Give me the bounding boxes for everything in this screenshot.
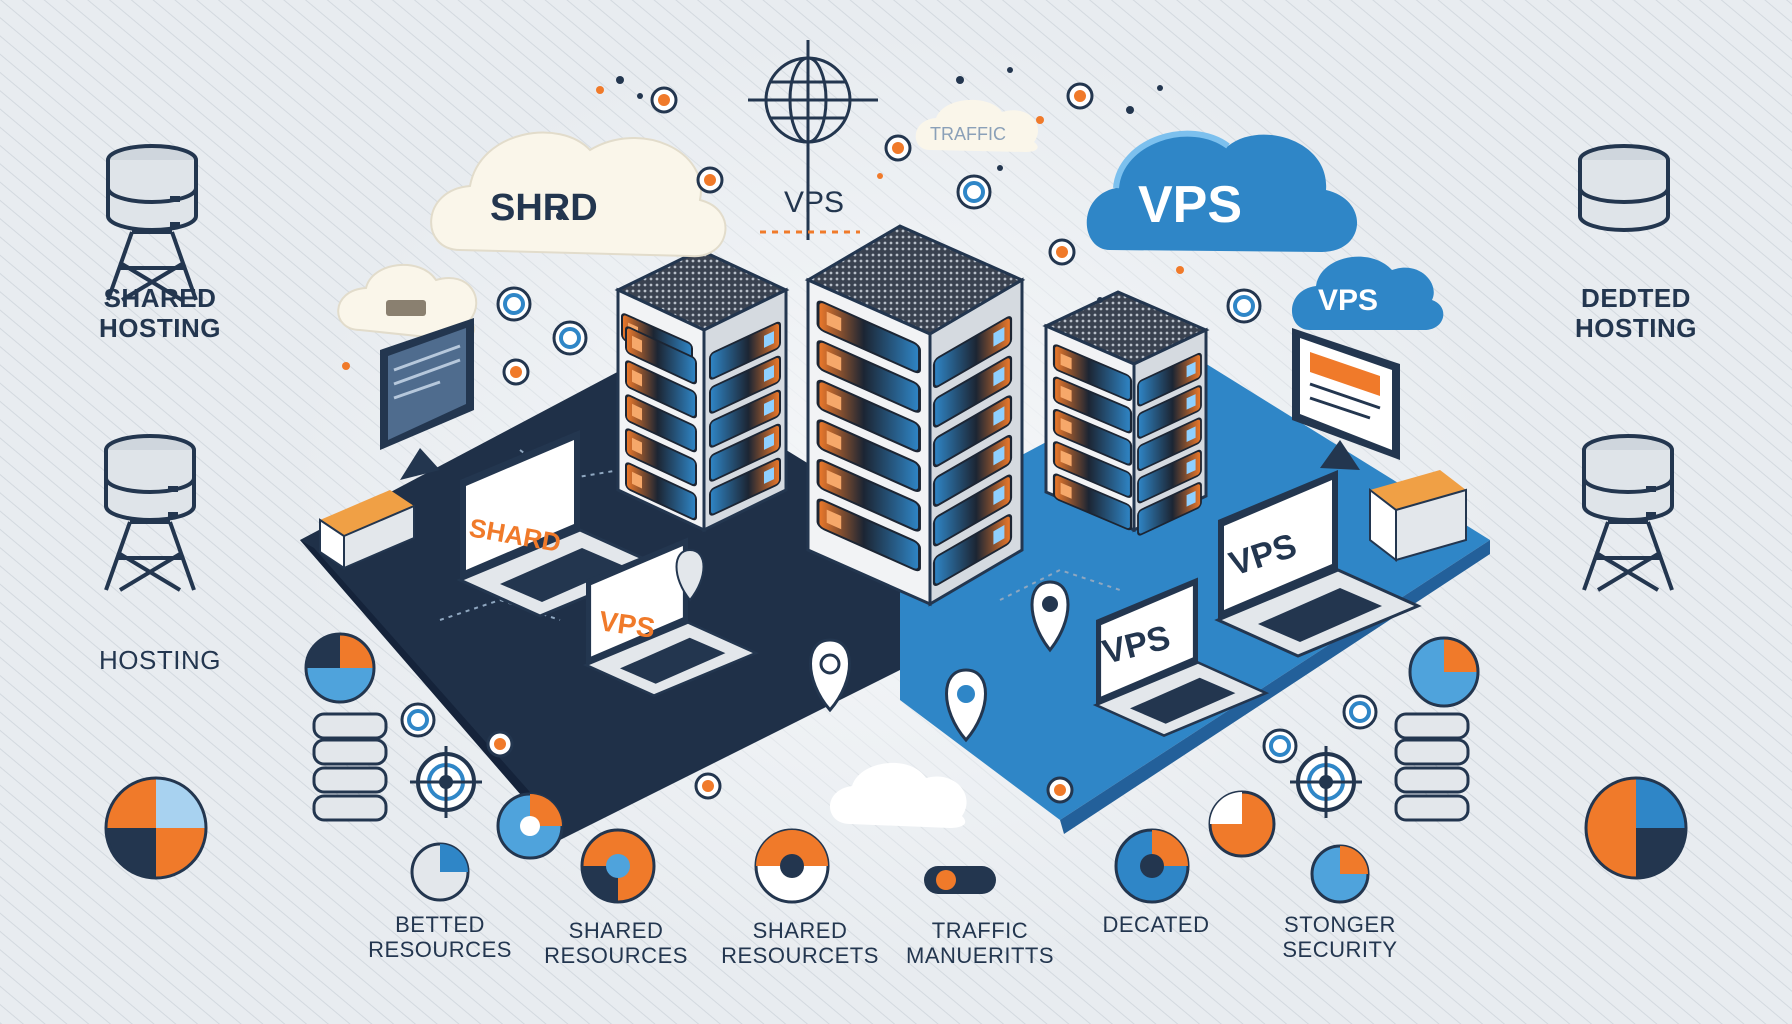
bottom-label-3-line2: RESOURCETS	[721, 943, 879, 969]
bottom-label-1: BETTED RESOURCES	[340, 912, 540, 963]
bottom-label-3: SHARED RESOURCETS	[700, 918, 900, 969]
hosting-label: HOSTING	[99, 645, 221, 675]
vps-small-text: VPS	[784, 186, 844, 219]
server-stack-icon	[1394, 712, 1470, 822]
shared-hosting-label: SHARED HOSTING	[60, 283, 260, 344]
donut-icon	[580, 828, 656, 904]
shared-cloud	[430, 131, 727, 258]
vps-cloud-large-text: VPS	[1138, 176, 1242, 234]
network-lines	[439, 449, 1121, 621]
database-tower-icon	[1578, 144, 1670, 232]
bottom-label-6-line1: STONGER	[1284, 912, 1396, 937]
bottom-label-5-line1: DECATED	[1102, 912, 1210, 937]
donut-icon	[1208, 790, 1276, 858]
monitor-right	[1292, 328, 1400, 470]
globe-icon	[748, 40, 878, 240]
orange-box-right	[1369, 470, 1467, 563]
decorative-dots	[556, 67, 1163, 303]
bottom-label-4-line2: MANUERITTS	[906, 943, 1054, 969]
location-pin-icon	[1030, 580, 1070, 653]
bottom-cloud	[830, 762, 967, 828]
bottom-label-1-line2: RESOURCES	[368, 937, 512, 963]
bottom-label-1-line1: BETTED	[395, 912, 485, 937]
vps-cloud-small	[1291, 256, 1444, 330]
server-rack-left	[614, 248, 790, 533]
pie-chart-icon	[1584, 776, 1688, 880]
toggle-icon	[924, 866, 996, 894]
donut-icon	[1310, 844, 1370, 904]
bottom-label-2: SHARED RESOURCES	[516, 918, 716, 969]
traffic-cloud	[915, 99, 1039, 152]
location-pin-icon	[945, 668, 987, 743]
traffic-cloud-text: TRAFFIC	[930, 124, 1006, 144]
pie-chart-icon	[104, 776, 208, 880]
dedicated-hosting-label: DEDTED HOSTING	[1536, 283, 1736, 344]
location-pin-icon	[809, 638, 851, 713]
location-pin-icon	[675, 548, 705, 602]
bottom-label-2-line2: RESOURCES	[544, 943, 688, 969]
decorative-dots-orange	[342, 86, 1184, 370]
server-rack-right	[1042, 290, 1210, 537]
donut-icon	[1114, 828, 1190, 904]
pie-chart-icon	[1408, 636, 1480, 708]
donut-icon	[410, 842, 470, 902]
server-rack-center	[804, 224, 1026, 607]
dedicated-hosting-line2: HOSTING	[1575, 312, 1697, 343]
vps-cloud-large	[1086, 130, 1358, 252]
laptop-vps-left-text: VPS	[597, 605, 657, 643]
bottom-label-4: TRAFFIC MANUERITTS	[880, 918, 1080, 969]
dedicated-hosting-line1: DEDTED	[1581, 283, 1691, 313]
bottom-label-3-line1: SHARED	[752, 918, 848, 943]
orange-box-left	[319, 490, 415, 570]
shared-cloud-text: SHRD	[490, 187, 598, 229]
bottom-label-6-line2: SECURITY	[1282, 937, 1398, 963]
bottom-label-6: STONGER SECURITY	[1240, 912, 1440, 963]
vps-cloud-small-text: VPS	[1318, 284, 1378, 317]
bottom-label-5: DECATED	[1056, 912, 1256, 937]
monitor-left	[380, 318, 474, 480]
shared-platform-edge	[300, 540, 560, 840]
shared-hosting-line1: SHARED	[103, 283, 217, 313]
donut-icon	[496, 792, 564, 860]
shared-hosting-line2: HOSTING	[99, 312, 221, 343]
bottom-label-4-line1: TRAFFIC	[931, 918, 1029, 943]
donut-icon	[754, 828, 830, 904]
pie-chart-icon	[304, 632, 376, 704]
server-stack-icon	[312, 712, 388, 822]
bottom-label-2-line1: SHARED	[568, 918, 664, 943]
